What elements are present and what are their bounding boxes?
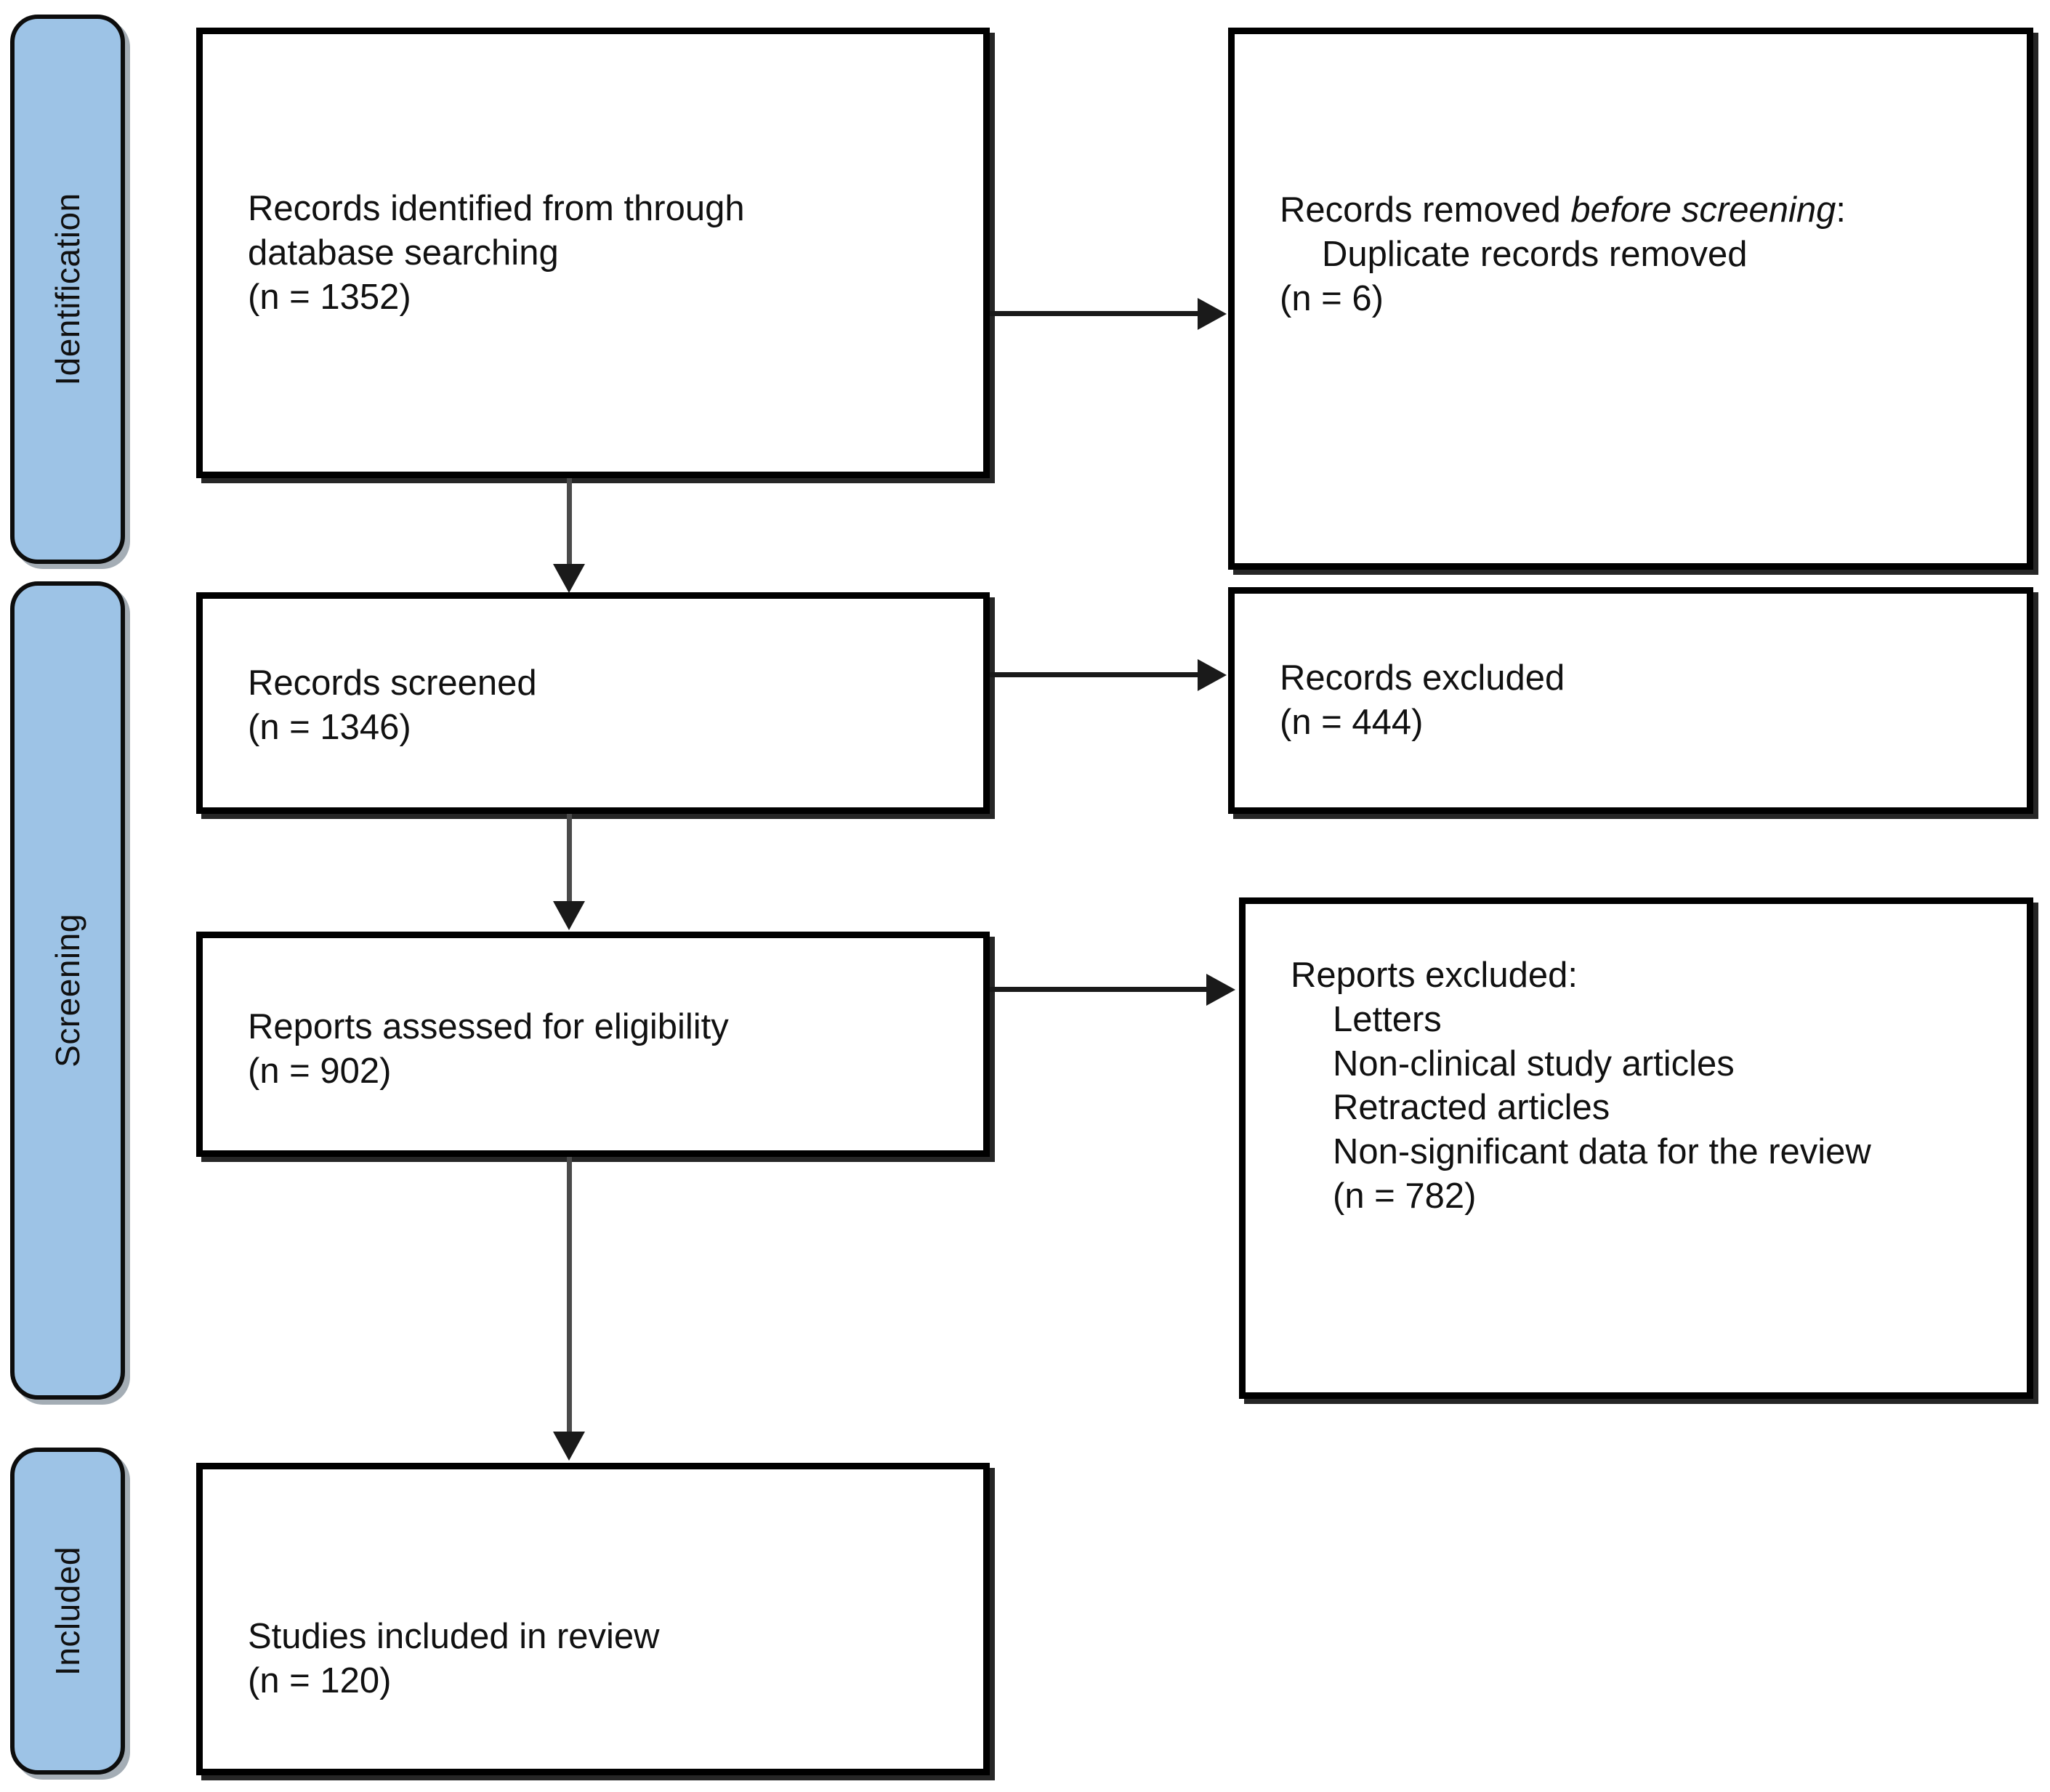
reports-excluded-reason-3: Retracted articles — [1333, 1088, 1610, 1128]
reports-assessed-count: (n = 902) — [248, 1051, 392, 1091]
stage-bar-identification: Identification — [10, 15, 125, 564]
studies-included-title: Studies included in review — [248, 1617, 660, 1656]
records-removed-count: (n = 6) — [1280, 278, 1384, 318]
connector-eligibility-to-included — [567, 1157, 572, 1433]
records-excluded-count: (n = 444) — [1280, 702, 1424, 742]
stage-label-identification: Identification — [49, 193, 86, 386]
stage-label-screening: Screening — [49, 913, 86, 1067]
records-removed-heading: Records removed before screening: — [1280, 188, 2001, 233]
reports-excluded-count: (n = 782) — [1333, 1176, 1477, 1216]
arrowhead-right-icon-eligibility-to-reports-excluded — [1206, 974, 1235, 1006]
reports-assessed-title: Reports assessed for eligibility — [248, 1007, 729, 1046]
reports-excluded-title: Reports excluded: — [1291, 956, 1578, 995]
records-excluded-title: Records excluded — [1280, 658, 1565, 698]
stage-label-included: Included — [49, 1546, 86, 1676]
box-reports-excluded: Reports excluded: Letters Non-clinical s… — [1239, 897, 2033, 1399]
box-records-removed-text: Records removed before screening: Duplic… — [1280, 188, 2001, 320]
records-identified-line2: database searching — [248, 233, 559, 273]
arrowhead-down-icon-eligibility-to-included — [553, 1432, 585, 1461]
box-records-excluded: Records excluded (n = 444) — [1228, 587, 2033, 814]
box-records-screened: Records screened (n = 1346) — [196, 592, 990, 814]
records-identified-count: (n = 1352) — [248, 277, 411, 317]
box-records-excluded-text: Records excluded (n = 444) — [1280, 656, 2001, 745]
box-records-screened-text: Records screened (n = 1346) — [248, 661, 957, 750]
reports-excluded-reason-1: Letters — [1333, 999, 1442, 1039]
box-records-identified: Records identified from through database… — [196, 28, 990, 478]
box-reports-excluded-text: Reports excluded: Letters Non-clinical s… — [1291, 953, 2001, 1219]
connector-eligibility-to-reports-excluded — [990, 987, 1216, 992]
connector-identified-to-removed — [990, 311, 1208, 316]
box-records-removed: Records removed before screening: Duplic… — [1228, 28, 2033, 570]
arrowhead-right-icon-identified-to-removed — [1198, 298, 1227, 330]
records-removed-item: Duplicate records removed — [1322, 234, 1748, 274]
connector-screened-to-records-excluded — [990, 672, 1208, 677]
records-removed-heading-colon: : — [1836, 190, 1846, 230]
studies-included-count: (n = 120) — [248, 1660, 392, 1700]
records-removed-heading-italic: before screening — [1570, 190, 1836, 230]
arrowhead-right-icon-screened-to-records-excluded — [1198, 659, 1227, 691]
box-studies-included: Studies included in review (n = 120) — [196, 1463, 990, 1775]
arrowhead-down-icon-screened-to-eligibility — [553, 901, 585, 930]
stage-bar-screening: Screening — [10, 581, 125, 1400]
box-reports-assessed-eligibility-text: Reports assessed for eligibility (n = 90… — [248, 1005, 957, 1094]
arrowhead-down-icon-identified-to-screened — [553, 564, 585, 593]
box-records-identified-text: Records identified from through database… — [248, 187, 957, 319]
box-studies-included-text: Studies included in review (n = 120) — [248, 1615, 957, 1703]
records-identified-line1: Records identified from through — [248, 189, 745, 228]
box-reports-assessed-eligibility: Reports assessed for eligibility (n = 90… — [196, 932, 990, 1157]
stage-bar-included: Included — [10, 1448, 125, 1775]
reports-excluded-reason-2: Non-clinical study articles — [1333, 1044, 1735, 1083]
records-removed-heading-plain: Records removed — [1280, 190, 1571, 230]
connector-identified-to-screened — [567, 478, 572, 571]
reports-excluded-reason-4: Non-significant data for the review — [1333, 1132, 1871, 1171]
connector-screened-to-eligibility — [567, 814, 572, 903]
records-screened-title: Records screened — [248, 663, 537, 703]
records-screened-count: (n = 1346) — [248, 707, 411, 747]
